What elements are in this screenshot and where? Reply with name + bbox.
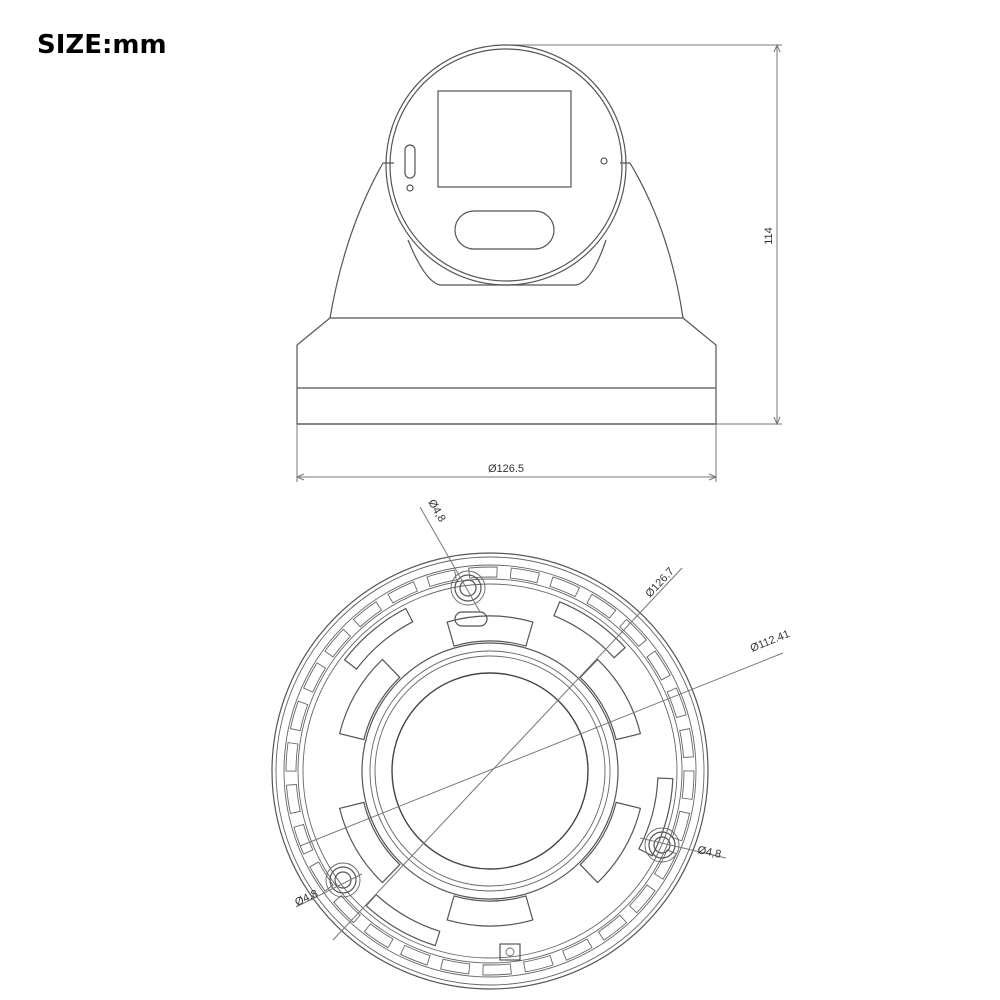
arrow-right <box>708 473 718 481</box>
base-block <box>296 317 717 425</box>
bayonet-tab <box>338 801 401 884</box>
outer-slot <box>363 923 394 949</box>
outer-slot <box>562 938 593 961</box>
bottom-clip <box>499 943 521 961</box>
left-hole-label: Ø4,8 <box>293 888 320 909</box>
outer-slot <box>333 895 361 924</box>
mid-ring-2 <box>302 583 678 959</box>
bottom-clip-hole <box>505 947 515 957</box>
bayonet-tab <box>446 615 534 647</box>
inner-ring-1 <box>361 642 619 900</box>
outer-ring-1 <box>271 552 709 990</box>
outer-slot <box>482 963 512 976</box>
outer-slot <box>597 914 628 941</box>
outer-ring-2 <box>275 556 705 986</box>
right-hole-leader <box>639 837 727 859</box>
outer-slot <box>399 944 431 966</box>
bayonet-tab <box>446 895 534 927</box>
outer-slot <box>646 650 671 681</box>
outer-diameter-label: Ø126.7 <box>643 565 676 600</box>
outer-ring-3 <box>283 564 697 978</box>
ir-window <box>454 210 555 250</box>
camera-ball-inner <box>389 48 623 282</box>
ball-holder <box>407 239 607 286</box>
outer-slot <box>586 593 617 619</box>
height-label: 114 <box>763 227 775 245</box>
indicator-dot-icon <box>600 157 608 165</box>
outer-slot <box>293 823 314 855</box>
outer-slot <box>468 566 498 579</box>
inner-pocket <box>365 893 441 947</box>
right-hole-label: Ø4,8 <box>696 844 722 861</box>
screw-hole-top <box>450 570 486 606</box>
outer-slot <box>286 784 301 814</box>
top-hole-leader <box>419 506 481 613</box>
arrow-left <box>295 473 305 481</box>
bayonet-tab <box>338 658 401 741</box>
outer-diameter-line <box>332 567 683 941</box>
outer-slot <box>440 958 471 975</box>
width-label: Ø126.5 <box>488 463 524 475</box>
arrow-down <box>773 416 781 426</box>
outer-slot <box>352 601 383 628</box>
cowl-right-edge <box>620 162 684 319</box>
light-sensor-slot <box>404 144 416 179</box>
mic-hole-icon <box>406 184 414 192</box>
mid-ring-1 <box>297 578 683 964</box>
hole-circle-label: Ø112.41 <box>749 628 792 655</box>
outer-slot <box>426 569 457 588</box>
outer-slot <box>523 954 554 973</box>
inner-ring-2 <box>369 650 611 892</box>
outer-slot <box>289 700 309 732</box>
outer-slot <box>619 618 647 647</box>
camera-side-view: 114 Ø126.5 <box>295 43 782 482</box>
outer-slot <box>628 884 656 914</box>
lens-aperture <box>391 672 589 870</box>
outer-slot <box>324 628 352 658</box>
bayonet-tab <box>579 658 642 741</box>
inner-ring-3 <box>374 655 606 887</box>
outer-slot <box>681 770 695 800</box>
size-unit-title: SIZE:mm <box>37 30 167 60</box>
top-hole-label: Ø4,8 <box>425 498 447 525</box>
inner-pocket <box>553 601 626 659</box>
bayonet-tabs <box>338 615 642 927</box>
outer-slot <box>671 810 691 842</box>
bayonet-tab <box>579 801 642 884</box>
outer-slot <box>549 576 581 598</box>
outer-slot <box>285 742 299 772</box>
cable-slot <box>454 611 488 627</box>
outer-slot <box>509 567 540 584</box>
outer-slot <box>387 581 418 604</box>
inner-pocket <box>343 607 414 670</box>
camera-bottom-view: Ø4,8 Ø126.7 Ø112.41 Ø4,8 Ø4,8 <box>271 498 792 990</box>
outer-slot <box>679 728 694 758</box>
outer-slot <box>666 687 687 719</box>
arrow-up <box>773 43 781 53</box>
outer-slot <box>303 662 327 693</box>
lens-window <box>437 90 572 188</box>
left-hole-leader <box>295 873 363 908</box>
outer-slots <box>285 566 695 976</box>
inner-pocket <box>638 777 674 857</box>
cowl-left-edge <box>329 162 394 319</box>
outer-slot <box>309 861 334 892</box>
screw-hole-left <box>325 862 361 898</box>
hole-circle-line <box>299 652 784 847</box>
